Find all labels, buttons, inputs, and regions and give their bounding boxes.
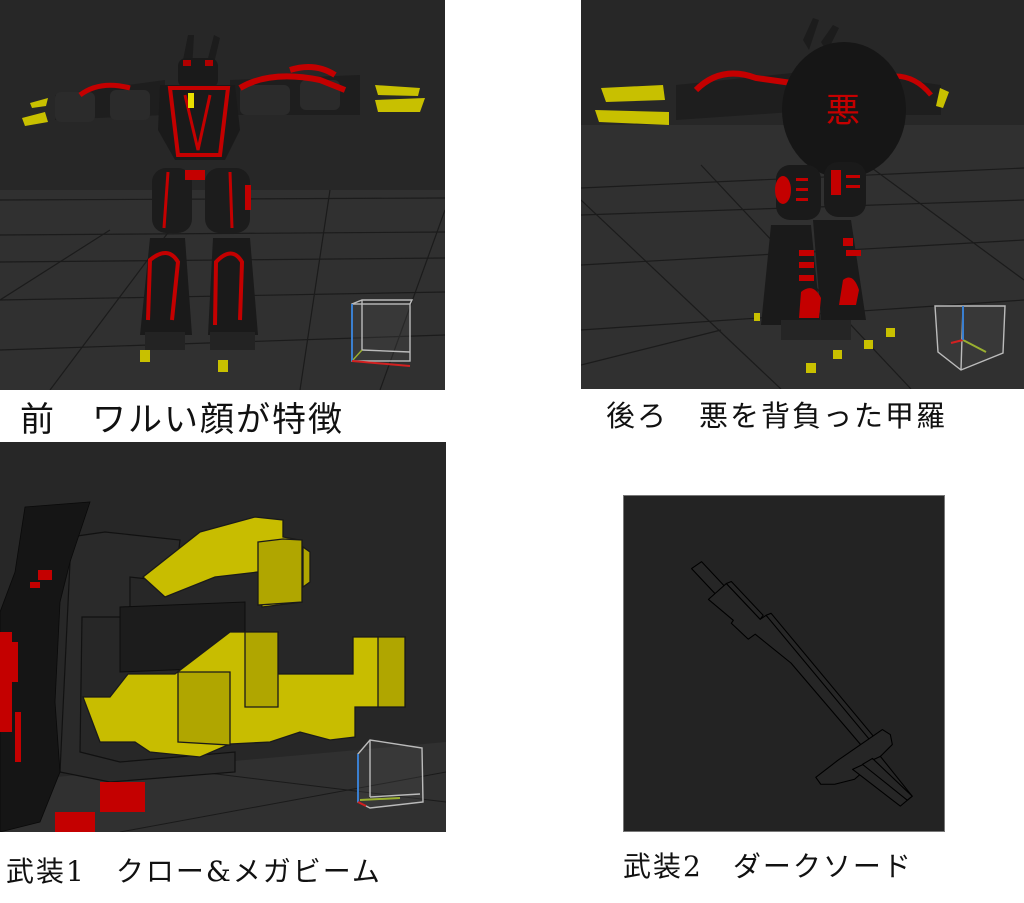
- back-robot-illustration: 悪: [581, 0, 1024, 389]
- dark-sword-wireframe: [691, 561, 913, 807]
- view-gizmo-cube: [934, 305, 1006, 371]
- view-gizmo-cube: [351, 299, 414, 367]
- view-gizmo-cube: [357, 739, 424, 809]
- claw-megabeam-illustration: [0, 442, 446, 832]
- front-view-render: [0, 0, 445, 390]
- front-robot-illustration: [0, 0, 445, 390]
- caption-front: 前 ワルい顔が特徴: [20, 400, 344, 440]
- weapon1-claw-render: [0, 442, 446, 832]
- back-view-render: 悪: [581, 0, 1024, 389]
- caption-back: 後ろ 悪を背負った甲羅: [606, 399, 948, 433]
- caption-weapon2: 武装2 ダークソード: [623, 850, 913, 883]
- caption-weapon1: 武装1 クロー&メガビーム: [6, 855, 382, 888]
- weapon2-sword-render: [623, 495, 945, 832]
- evil-emblem: 悪: [826, 91, 860, 131]
